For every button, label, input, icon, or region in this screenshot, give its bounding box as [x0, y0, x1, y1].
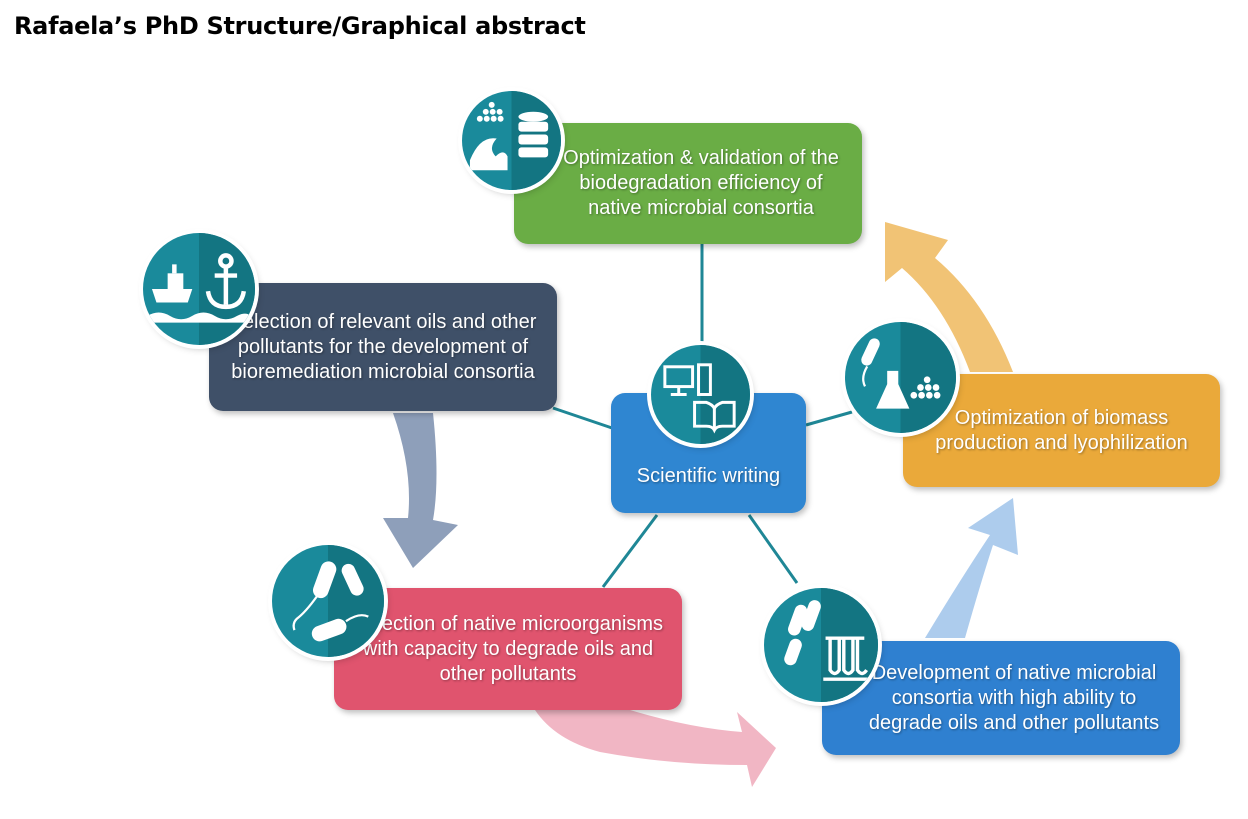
arrow-right-to-top	[885, 222, 1013, 372]
bacteria-icon	[272, 545, 384, 657]
arrow-bottom-left-to-bottom-right	[535, 710, 776, 787]
node-left-box: Selection of relevant oils and other pol…	[209, 283, 557, 411]
arrow-bottom-right-to-right	[925, 498, 1018, 638]
ocean-database-icon	[462, 91, 561, 190]
arrow-left-to-bottom-left	[383, 413, 458, 568]
computer-book-icon	[651, 345, 750, 444]
node-left-label: Selection of relevant oils and other pol…	[229, 310, 537, 383]
node-bottom-right-label: Development of native microbial consorti…	[868, 661, 1160, 734]
node-bottom-left-box: Selection of native microorganisms with …	[334, 588, 682, 710]
node-bottom-left-label: Selection of native microorganisms with …	[352, 612, 664, 685]
connector-right	[805, 410, 853, 427]
connector-bottom-left	[601, 514, 659, 588]
node-center-box: Scientific writing	[611, 393, 806, 513]
ship-anchor-icon	[143, 233, 255, 345]
bacteria-test-tubes-icon	[764, 588, 878, 702]
page-title: Rafaela’s PhD Structure/Graphical abstra…	[14, 12, 586, 40]
node-center-label: Scientific writing	[636, 464, 781, 487]
node-top-box: Optimization & validation of the biodegr…	[514, 123, 862, 244]
bacterium-flask-icon	[845, 322, 956, 433]
node-right-label: Optimization of biomass production and l…	[935, 406, 1188, 454]
node-bottom-right-box: Development of native microbial consorti…	[822, 641, 1180, 755]
connector-left	[552, 406, 613, 430]
node-top-label: Optimization & validation of the biodegr…	[563, 147, 839, 219]
connector-bottom-right	[747, 514, 799, 584]
